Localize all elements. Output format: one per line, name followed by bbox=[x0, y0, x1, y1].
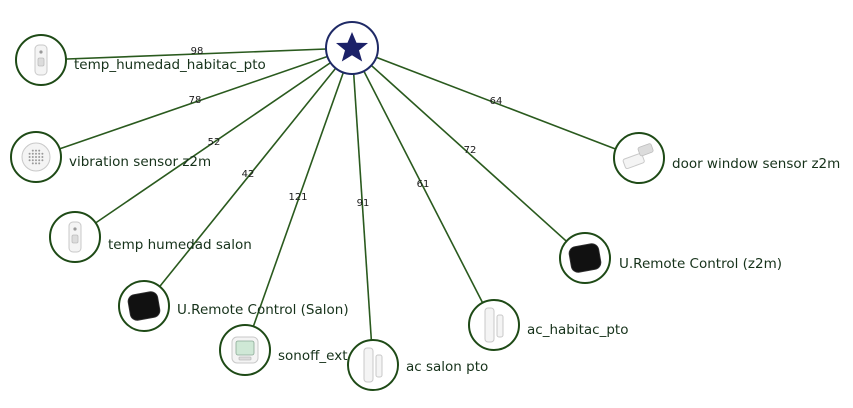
link-line-u-remote-control-z2m bbox=[351, 47, 586, 259]
link-line-vibration-sensor-z2m bbox=[35, 47, 353, 158]
contact-sensor-icon bbox=[484, 307, 504, 343]
link-line-temp-humedad-habitac-pto bbox=[40, 47, 353, 61]
link-quality-label: 91 bbox=[357, 198, 370, 209]
link-quality-label: 61 bbox=[417, 179, 430, 190]
link-quality-label: 52 bbox=[208, 137, 221, 148]
link-quality-label: 42 bbox=[242, 169, 255, 180]
device-node-door-window-sensor-z2m[interactable] bbox=[613, 132, 665, 184]
device-node-u-remote-control-z2m[interactable] bbox=[559, 232, 611, 284]
device-node-ac-habitac-pto[interactable] bbox=[468, 299, 520, 351]
device-label: temp humedad salon bbox=[108, 237, 252, 253]
device-node-sonoff-ext[interactable] bbox=[219, 324, 271, 376]
link-quality-label: 78 bbox=[189, 95, 202, 106]
link-line-sonoff-ext bbox=[244, 47, 353, 351]
device-label: vibration sensor z2m bbox=[69, 154, 211, 170]
link-labels-layer: 98 78 52 42 121 91 61 72 64 bbox=[189, 46, 503, 209]
link-line-ac-habitac-pto bbox=[351, 47, 495, 326]
device-node-u-remote-control-salon[interactable] bbox=[118, 280, 170, 332]
device-label: door window sensor z2m bbox=[672, 156, 840, 172]
link-line-u-remote-control-salon bbox=[143, 47, 353, 307]
device-node-ac-salon-pto[interactable] bbox=[347, 339, 399, 391]
temperature-sensor-icon bbox=[34, 44, 48, 76]
link-quality-label: 72 bbox=[464, 145, 477, 156]
vibration-sensor-icon bbox=[21, 142, 51, 172]
device-label: U.Remote Control (z2m) bbox=[619, 256, 782, 272]
ir-remote-hub-icon bbox=[568, 243, 602, 273]
link-quality-label: 64 bbox=[490, 96, 503, 107]
ir-remote-hub-icon bbox=[127, 291, 161, 321]
device-label: ac salon pto bbox=[406, 359, 488, 375]
device-label: temp_humedad_habitac_pto bbox=[74, 57, 266, 73]
device-node-temp-humedad-habitac-pto[interactable] bbox=[15, 34, 67, 86]
thermometer-display-icon bbox=[231, 336, 259, 364]
device-label: U.Remote Control (Salon) bbox=[177, 302, 349, 318]
contact-sensor-icon bbox=[363, 347, 383, 383]
device-node-temp-humedad-salon[interactable] bbox=[49, 211, 101, 263]
coordinator-node[interactable] bbox=[325, 21, 379, 75]
nodes-layer: temp_humedad_habitac_pto vibration sensor… bbox=[10, 34, 840, 391]
links-layer bbox=[35, 47, 640, 366]
link-quality-label: 98 bbox=[191, 46, 204, 57]
device-node-vibration-sensor-z2m[interactable] bbox=[10, 131, 62, 183]
star-icon bbox=[336, 32, 368, 62]
door-window-sensor-icon bbox=[622, 143, 654, 170]
device-label: sonoff_ext bbox=[278, 348, 348, 364]
link-quality-label: 121 bbox=[288, 192, 307, 203]
link-line-temp-humedad-salon bbox=[74, 47, 353, 238]
link-line-ac-salon-pto bbox=[351, 47, 374, 366]
device-label: ac_habitac_pto bbox=[527, 322, 628, 338]
temperature-sensor-icon bbox=[68, 221, 82, 253]
link-line-door-window-sensor-z2m bbox=[351, 47, 640, 159]
